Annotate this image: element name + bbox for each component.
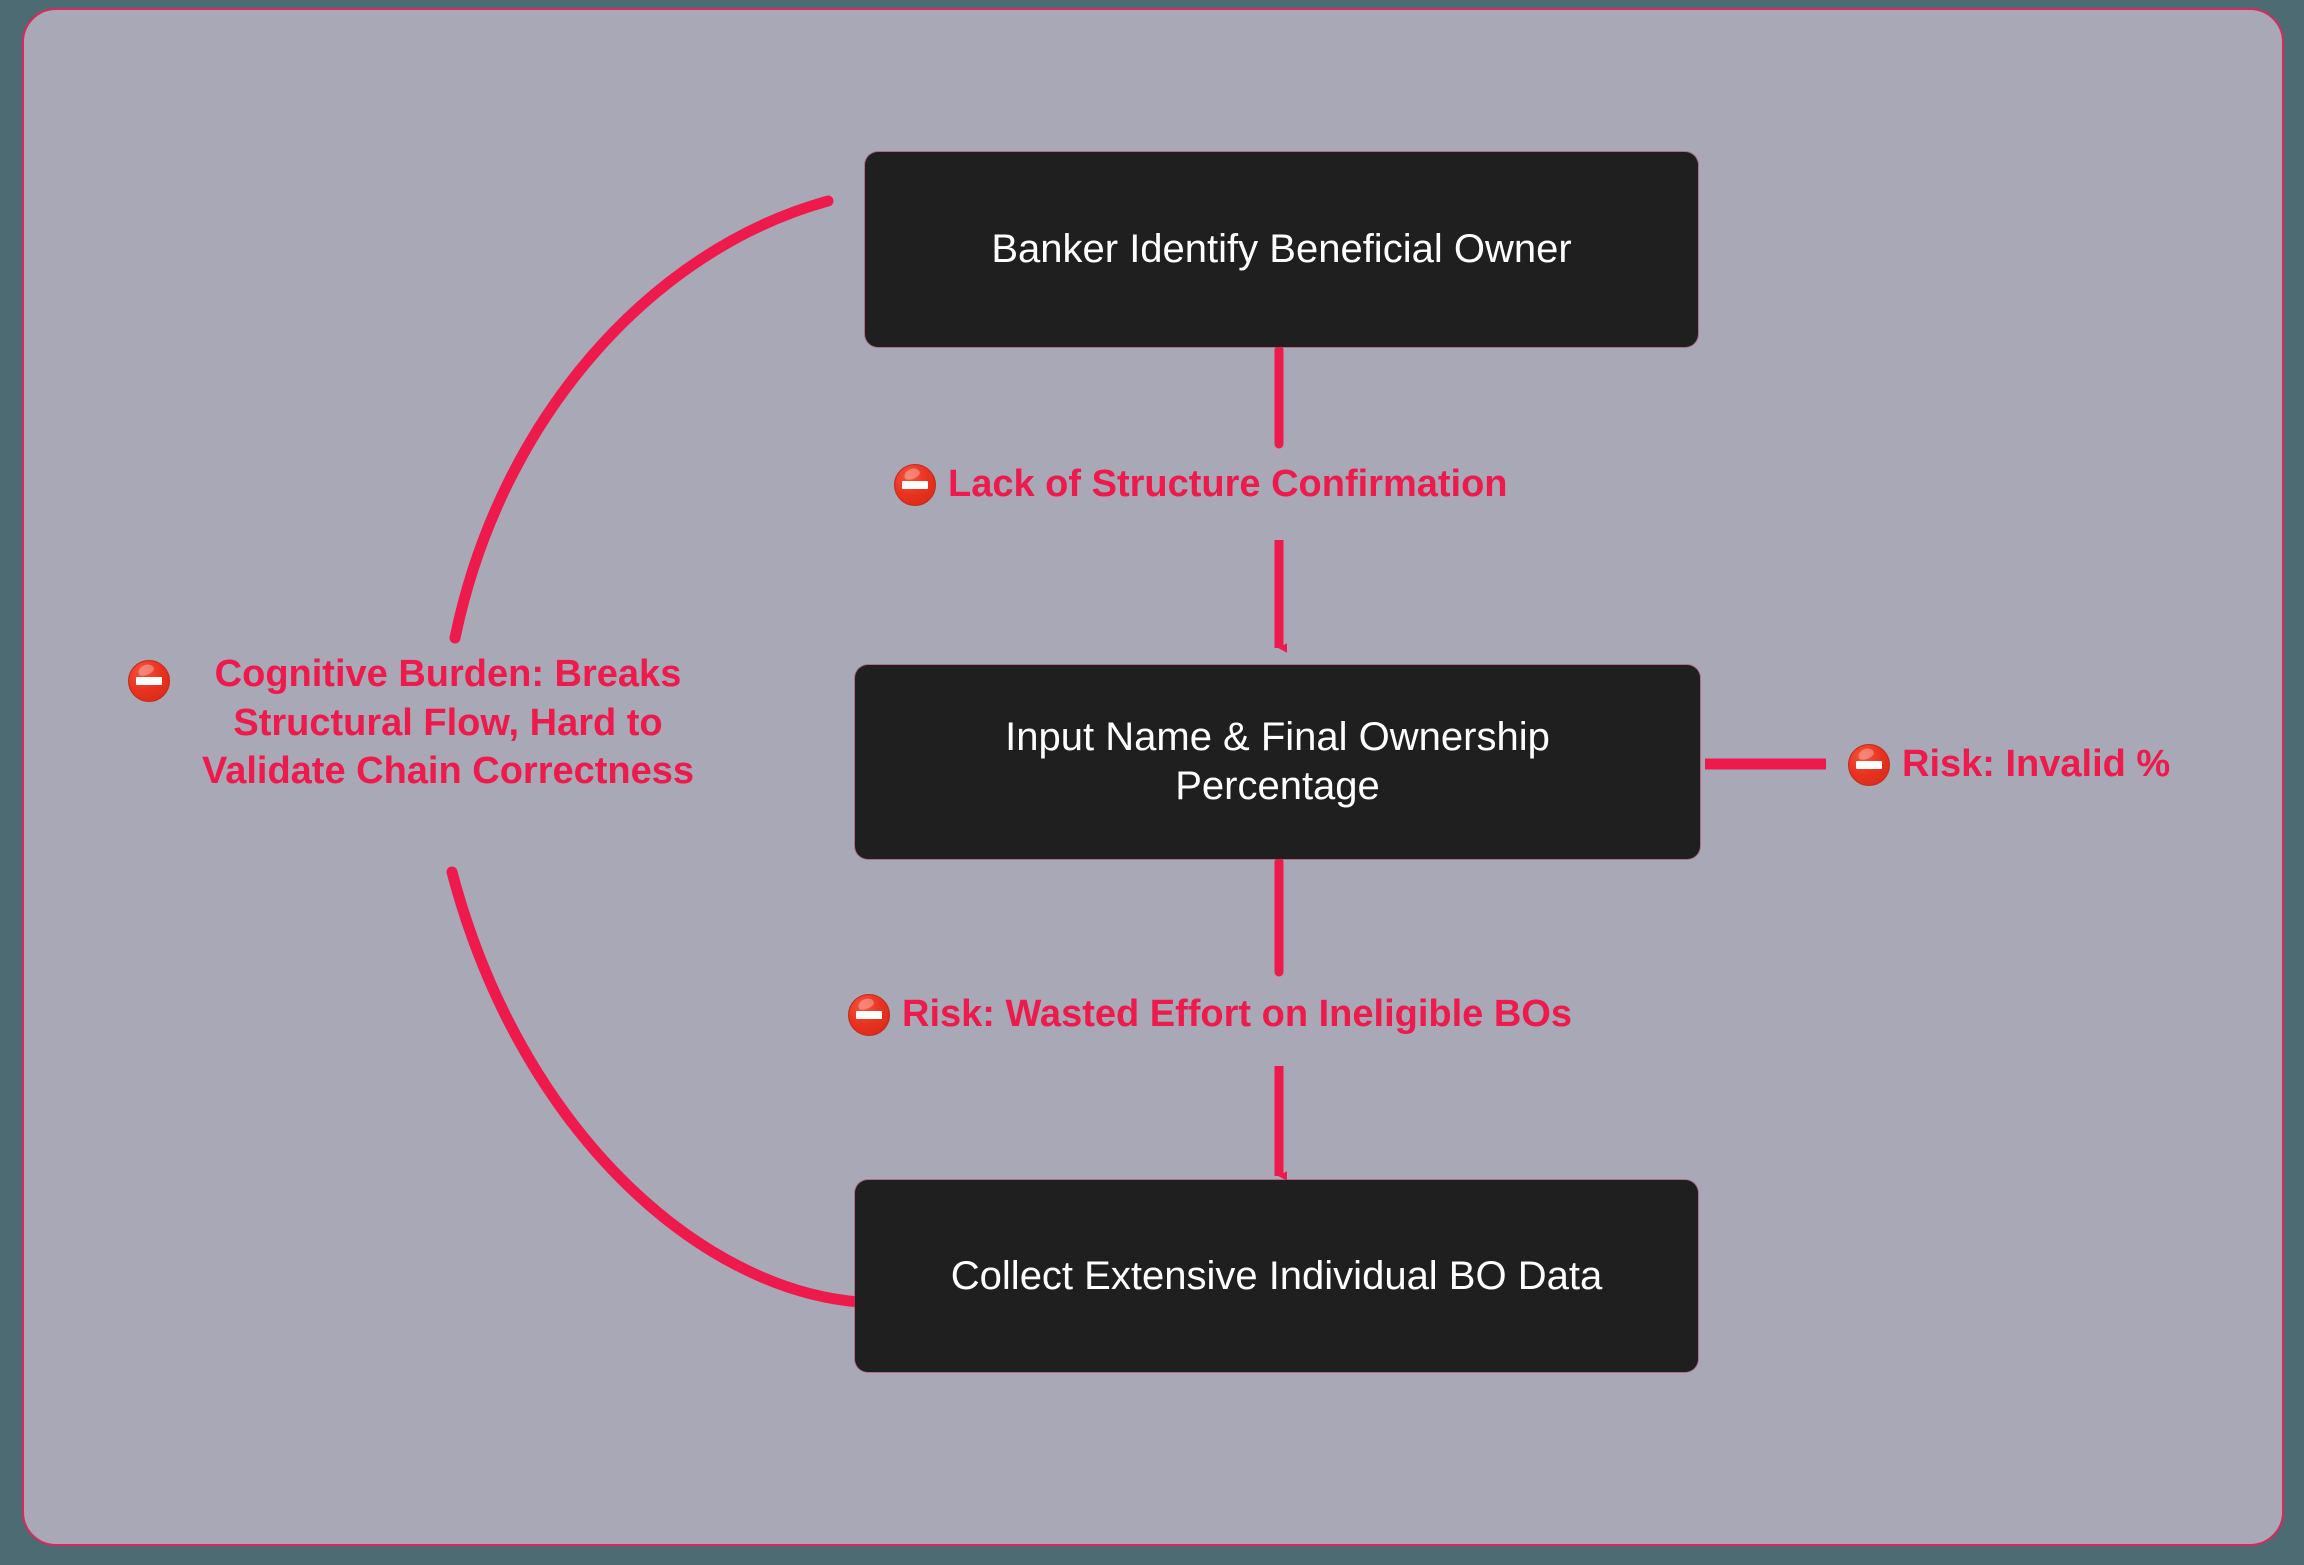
- node-label-line-1: Input Name & Final Ownership: [1005, 715, 1550, 760]
- edge-label-line-1: Cognitive Burden: Breaks: [214, 653, 682, 695]
- edge-label-risk-invalid-percent: Risk: Invalid %: [1848, 740, 2170, 789]
- edge-label-cognitive-burden: Cognitive Burden: Breaks Structural Flow…: [128, 650, 768, 796]
- node-label: Input Name & Final Ownership Percentage: [1005, 713, 1550, 811]
- node-label: Collect Extensive Individual BO Data: [950, 1253, 1603, 1298]
- no-entry-icon: [1848, 744, 1890, 786]
- node-input-name-final-ownership-percentage[interactable]: Input Name & Final Ownership Percentage: [855, 665, 1700, 859]
- edge-label-text: Cognitive Burden: Breaks Structural Flow…: [128, 650, 768, 796]
- no-entry-icon: [128, 660, 170, 702]
- edge-label-lack-of-structure-confirmation: Lack of Structure Confirmation: [894, 460, 1508, 509]
- edge-label-risk-wasted-effort: Risk: Wasted Effort on Ineligible BOs: [848, 990, 1572, 1039]
- node-collect-extensive-individual-bo-data[interactable]: Collect Extensive Individual BO Data: [855, 1180, 1698, 1372]
- no-entry-icon: [848, 994, 890, 1036]
- edge-label-text: Risk: Wasted Effort on Ineligible BOs: [902, 993, 1572, 1035]
- edge-label-text: Lack of Structure Confirmation: [948, 463, 1508, 505]
- node-banker-identify-beneficial-owner[interactable]: Banker Identify Beneficial Owner: [865, 152, 1698, 347]
- node-label-line-2: Percentage: [1175, 764, 1380, 808]
- no-entry-icon: [894, 464, 936, 506]
- edge-label-text: Risk: Invalid %: [1902, 743, 2171, 785]
- edge-label-line-2: Structural Flow, Hard to: [233, 701, 663, 744]
- node-label: Banker Identify Beneficial Owner: [991, 227, 1572, 272]
- edge-label-line-3: Validate Chain Correctness: [201, 750, 695, 793]
